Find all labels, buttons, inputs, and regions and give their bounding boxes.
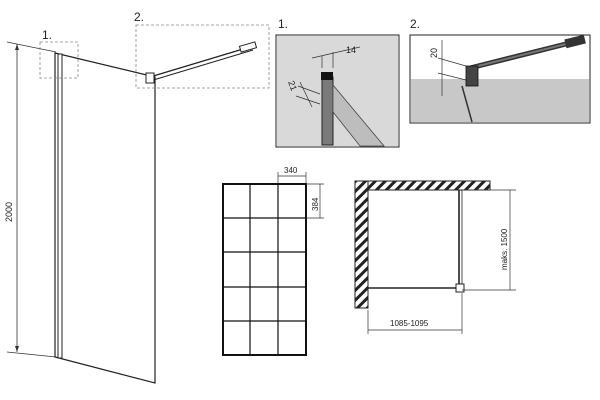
detail-1-label: 1. bbox=[278, 17, 288, 31]
plan-view: maks. 1500 1085-1095 bbox=[354, 180, 516, 334]
perspective-view: 2000 1. 2. bbox=[4, 10, 270, 384]
detail-1-profile-top bbox=[321, 72, 333, 80]
callout-2-box bbox=[135, 24, 270, 89]
callout-2-label: 2. bbox=[134, 10, 144, 24]
support-bar bbox=[145, 41, 258, 84]
detail-2-height-label: 20 bbox=[429, 48, 439, 58]
tile-grid-frame bbox=[222, 183, 307, 356]
detail-2-clamp bbox=[465, 65, 479, 87]
width-range-label: 1085-1095 bbox=[390, 319, 429, 328]
detail-2-label: 2. bbox=[410, 17, 420, 31]
detail-2: 2. 20 bbox=[409, 17, 591, 124]
max-height-label: maks. 1500 bbox=[500, 228, 509, 270]
detail-1-thickness-label: 21 bbox=[286, 79, 299, 92]
callout-1-label: 1. bbox=[42, 28, 52, 42]
height-dimension bbox=[6, 41, 57, 358]
tile-grid-view: 340 384 bbox=[222, 166, 324, 356]
detail-1-width-label: 14 bbox=[346, 45, 356, 55]
tile-height-label: 384 bbox=[311, 197, 320, 211]
tile-width-label: 340 bbox=[284, 166, 298, 175]
wall-profile bbox=[57, 53, 63, 359]
detail-2-wall bbox=[411, 79, 589, 122]
detail-1: 1. 14 21 bbox=[275, 17, 400, 148]
glass-panel bbox=[54, 52, 156, 384]
top-wall-hatch bbox=[367, 180, 491, 191]
height-label: 2000 bbox=[4, 202, 14, 222]
callout-1-box bbox=[39, 41, 79, 79]
left-wall-hatch bbox=[354, 180, 369, 309]
